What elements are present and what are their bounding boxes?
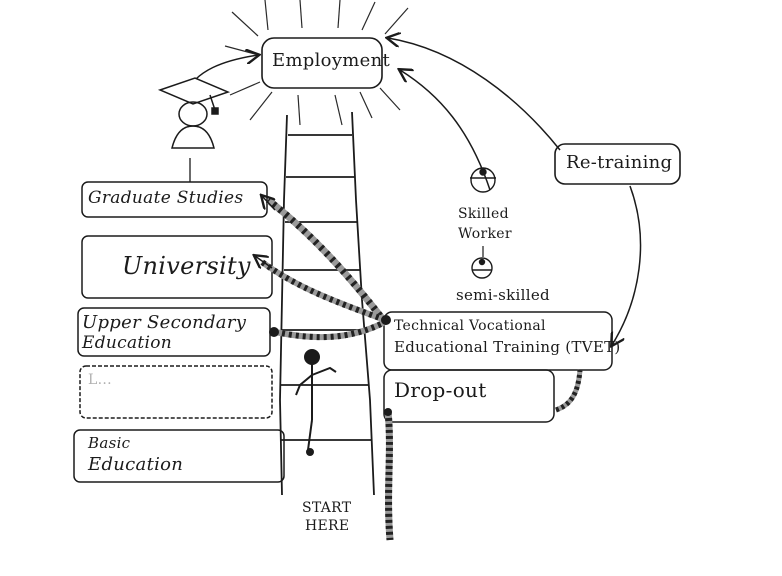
basic-education-label-line2: Education xyxy=(88,454,183,475)
upper-secondary-label-line1: Upper Secondary xyxy=(82,312,246,333)
dropout-label: Drop-out xyxy=(394,378,487,402)
tvet-label-line1: Technical Vocational xyxy=(394,318,546,334)
ladder xyxy=(280,112,374,495)
basic-education-label-line1: Basic xyxy=(88,434,130,452)
arrow-retraining-to-employment xyxy=(388,38,560,150)
semi-skilled-label: semi-skilled xyxy=(456,286,550,304)
retraining-label: Re-training xyxy=(566,152,672,173)
rope-knot-dropout xyxy=(384,408,392,416)
arrow-retraining-to-tvet xyxy=(612,186,640,345)
graduate-studies-label: Graduate Studies xyxy=(88,188,243,208)
upper-secondary-label-line2: Education xyxy=(82,333,172,353)
semi-skilled-figure-icon xyxy=(472,258,492,278)
arrow-tvet-to-employment xyxy=(400,70,490,190)
skilled-worker-label-line1: Skilled xyxy=(458,206,509,222)
rope-tvet-to-graduate xyxy=(268,200,385,322)
employment-label: Employment xyxy=(272,50,390,71)
rope-knot-upper xyxy=(269,327,279,337)
skilled-worker-label-line2: Worker xyxy=(458,226,512,242)
tvet-label-line2: Educational Training (TVET) xyxy=(394,338,621,356)
lower-secondary-label: L... xyxy=(88,372,112,388)
skilled-worker-figure-icon xyxy=(470,168,496,192)
university-label: University xyxy=(122,252,251,280)
graduate-figure-icon xyxy=(160,78,228,148)
start-here-label-line2: HERE xyxy=(305,518,349,534)
start-here-label-line1: START xyxy=(302,500,351,516)
rope-dropout xyxy=(388,412,390,540)
arrows xyxy=(185,38,640,345)
rope-dropout-to-tvet xyxy=(556,370,580,410)
rope-knot xyxy=(381,315,391,325)
